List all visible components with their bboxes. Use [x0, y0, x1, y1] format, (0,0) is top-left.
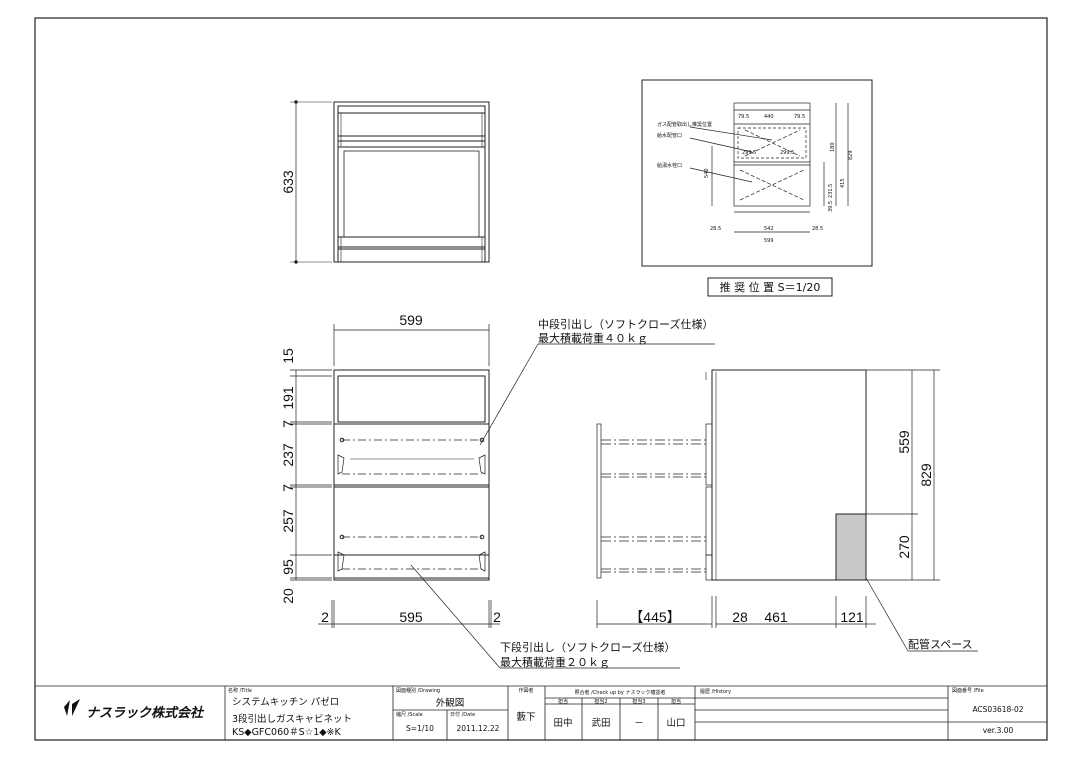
- check-header: 照合者 /Check up by ナスラック確認者: [575, 689, 666, 696]
- name-header: 名称 /Title: [228, 687, 252, 694]
- company-logo: [64, 699, 80, 716]
- callout-low-drawer-2: 最大積載荷重２０ｋｇ: [500, 655, 610, 669]
- rec-right-dim-415: 415: [840, 178, 846, 188]
- rec-label-gas: ガス配管取出し推奨位置: [657, 121, 712, 128]
- drafter-name: 藪下: [516, 711, 535, 723]
- sheet-border: [34, 17, 1048, 741]
- title-block-grid: [35, 685, 1047, 740]
- callout-mid-drawer-2: 最大積載荷重４０ｋｇ: [538, 331, 648, 345]
- side-view: [596, 369, 867, 581]
- rec-right-dim-231: 231.5: [828, 184, 834, 198]
- rec-bottom-total: 599: [764, 238, 774, 244]
- date-value: 2011.12.22: [457, 724, 500, 733]
- dim-445: 【445】: [629, 609, 680, 625]
- dim-461: 461: [764, 609, 788, 625]
- drawing-type: 外観図: [436, 697, 465, 709]
- dim-h-7a: 7: [280, 420, 296, 428]
- rec-bottom-dim-2: 542: [764, 226, 774, 232]
- dim-2-left: 2: [321, 609, 329, 625]
- date-header: 日付 /Date: [450, 711, 475, 718]
- name-line1: システムキッチン パゼロ: [232, 696, 339, 708]
- checker-4: 山口: [666, 718, 685, 729]
- drawing-header: 図面種別 /Drawing: [396, 687, 440, 694]
- dim-h-20: 20: [280, 588, 296, 604]
- rec-mid-dim-2: 299.5: [780, 150, 794, 156]
- rec-right-dim-180: 180: [830, 142, 836, 152]
- file-header: 図面番号 /File: [952, 687, 984, 694]
- dim-121: 121: [840, 609, 864, 625]
- dim-633: 633: [280, 170, 296, 194]
- side-right-dims: [866, 369, 940, 581]
- company-name: ナスラック株式会社: [86, 705, 205, 721]
- file-number: ACS03618-02: [972, 705, 1023, 714]
- rec-top-dim-2: 440: [764, 114, 774, 120]
- side-bottom-dims: [596, 596, 876, 628]
- dim-28: 28: [732, 609, 748, 625]
- rec-top-dim-1: 79.5: [738, 114, 749, 120]
- front-bottom-dims: [318, 600, 500, 628]
- dim-270: 270: [896, 535, 912, 559]
- dim-559: 559: [896, 430, 912, 454]
- dim-h-257: 257: [280, 509, 296, 533]
- front-height-dimensions: [290, 369, 332, 581]
- dim-829: 829: [918, 463, 934, 487]
- main-front-view: [333, 369, 490, 581]
- version: ver.3.00: [983, 726, 1014, 735]
- callout-mid-drawer-1: 中段引出し（ソフトクローズ仕様）: [538, 317, 713, 331]
- rec-bottom-dim-1: 28.5: [710, 226, 721, 232]
- recommended-caption: 推 奨 位 置 S＝1/20: [720, 280, 821, 294]
- checker-role-4: 担当: [671, 698, 681, 705]
- checker-1: 田中: [553, 717, 572, 729]
- recommended-view: [689, 102, 849, 233]
- history-header: 履歴 /History: [700, 689, 731, 695]
- rec-top-dim-3: 79.5: [794, 114, 805, 120]
- rec-label-hot: 給湯水栓口: [657, 162, 682, 169]
- dim-595: 595: [399, 609, 423, 625]
- name-line2: 3段引出しガスキャビネット: [232, 713, 352, 725]
- checker-2: 武田: [591, 717, 610, 729]
- rec-right-dim-829: 829: [848, 150, 854, 160]
- dim-h-237: 237: [280, 443, 296, 467]
- dim-h-95: 95: [280, 559, 296, 575]
- dim-h-191: 191: [280, 386, 296, 410]
- front-width-dim: [333, 324, 490, 366]
- checker-role-1: 担当: [558, 698, 568, 705]
- recommended-caption-box: [707, 277, 833, 297]
- dim-h-7b: 7: [280, 484, 296, 492]
- checker-3: －: [634, 718, 644, 729]
- scale-header: 縮尺 /Scale: [396, 711, 423, 718]
- scale-value: S=1/10: [406, 724, 434, 733]
- rec-right-dim-39: 39.5: [828, 201, 834, 212]
- rec-left-dim: 540: [704, 168, 710, 178]
- dim-599: 599: [399, 312, 423, 328]
- callout-pipe-space: 配管スペース: [908, 637, 973, 651]
- rec-bottom-dim-3: 28.5: [812, 226, 823, 232]
- checker-role-3: 担当3: [632, 698, 645, 705]
- callout-leaders: [410, 343, 978, 669]
- name-line3: KS◆GFC060＃S☆1◆※K: [232, 727, 342, 738]
- rec-label-water: 給水配管口: [657, 132, 682, 139]
- dim-2-right: 2: [493, 609, 501, 625]
- top-front-view: [290, 100, 490, 264]
- recommended-frame: [641, 79, 873, 267]
- dim-h-15: 15: [280, 348, 296, 364]
- callout-low-drawer-1: 下段引出し（ソフトクローズ仕様）: [500, 640, 675, 654]
- drafter-header: 作図者: [518, 687, 533, 694]
- rec-mid-dim-1: 299.5: [742, 150, 756, 156]
- checker-role-2: 担当2: [594, 698, 607, 705]
